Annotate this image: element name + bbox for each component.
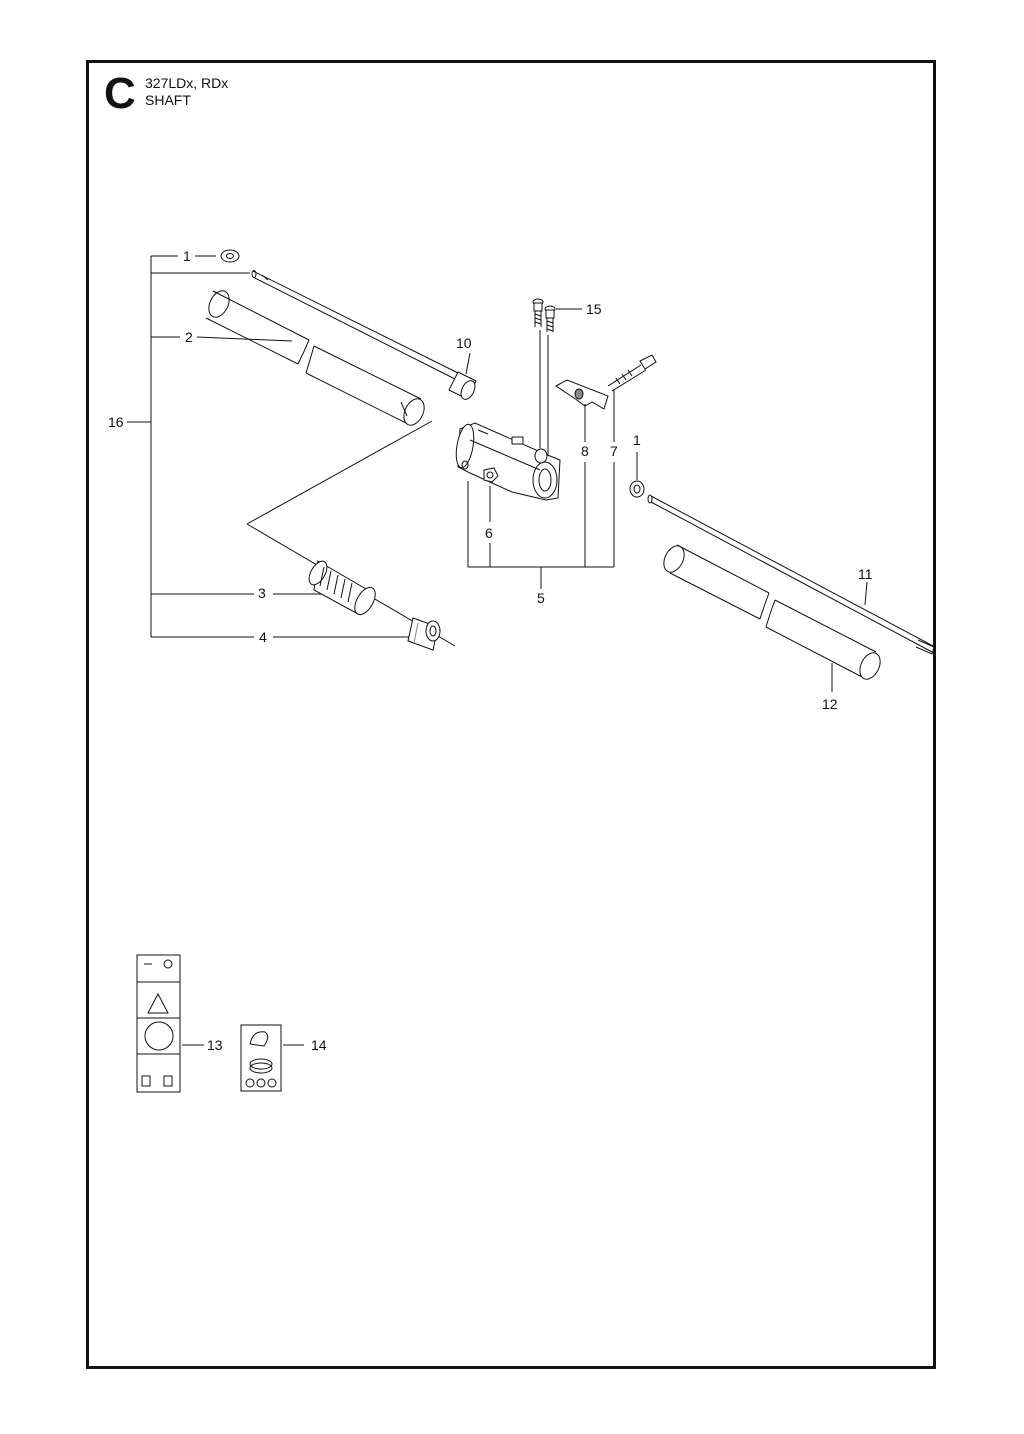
group-5-bracket bbox=[467, 462, 615, 589]
callout-5: 5 bbox=[537, 590, 545, 606]
page-frame bbox=[86, 60, 936, 1369]
drive-shaft-upper bbox=[251, 270, 459, 380]
part-name-label: SHAFT bbox=[145, 92, 191, 108]
bushing-part-10 bbox=[448, 352, 477, 400]
coupling-housing-part-5 bbox=[455, 422, 561, 501]
shaft-tube-part-12 bbox=[663, 544, 881, 692]
callout-12: 12 bbox=[822, 696, 838, 712]
callout-10: 10 bbox=[456, 335, 472, 351]
callout-1-top: 1 bbox=[183, 248, 191, 264]
bolt-part-7 bbox=[607, 354, 657, 442]
clamp-part-8 bbox=[555, 379, 609, 442]
callout-8: 8 bbox=[581, 443, 589, 459]
callout-3: 3 bbox=[258, 585, 266, 601]
nut-part-6 bbox=[483, 467, 499, 522]
callout-1-right: 1 bbox=[633, 432, 641, 448]
callout-7: 7 bbox=[610, 443, 618, 459]
section-letter: C bbox=[104, 69, 136, 118]
decal-part-14 bbox=[240, 1024, 304, 1092]
callout-15: 15 bbox=[586, 301, 602, 317]
callout-14: 14 bbox=[311, 1037, 327, 1053]
collar-part-4 bbox=[273, 617, 441, 651]
drive-shaft-lower-part-11 bbox=[647, 494, 936, 655]
callout-13: 13 bbox=[207, 1037, 223, 1053]
callout-2: 2 bbox=[185, 329, 193, 345]
washer-part-1-right bbox=[629, 452, 645, 498]
warning-decal-part-13 bbox=[136, 954, 204, 1093]
callouts: 1 2 16 3 4 10 15 8 7 1 6 5 11 12 13 14 bbox=[108, 248, 873, 1053]
screws-part-15 bbox=[532, 298, 582, 456]
leader-zigzag bbox=[246, 420, 456, 647]
shaft-tube-part-2 bbox=[196, 290, 425, 426]
group-16-bracket bbox=[127, 255, 254, 638]
callout-6: 6 bbox=[485, 525, 493, 541]
callout-16: 16 bbox=[108, 414, 124, 430]
liner-part-3 bbox=[273, 560, 376, 616]
callout-11: 11 bbox=[858, 566, 873, 582]
model-label: 327LDx, RDx bbox=[145, 75, 229, 91]
washer-part-1-top bbox=[195, 249, 240, 263]
callout-4: 4 bbox=[259, 629, 267, 645]
